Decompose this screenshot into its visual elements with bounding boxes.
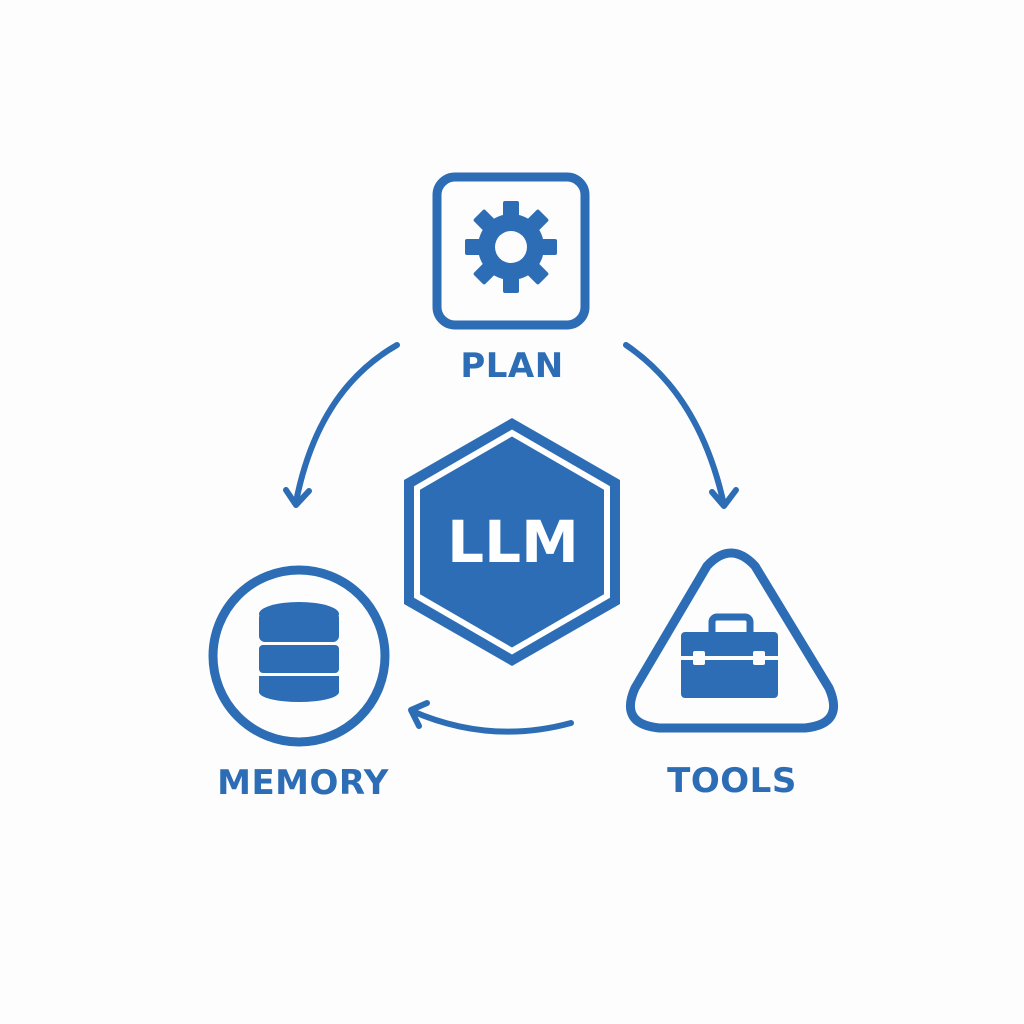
- llm-hexagon-inner-ring: [414, 429, 610, 655]
- toolbox-icon: [681, 613, 778, 698]
- database-icon: [259, 602, 339, 702]
- arrow-plan-to-memory: [283, 342, 400, 508]
- arrow-tools-to-memory: [408, 700, 574, 735]
- llm-node: LLM: [404, 418, 620, 666]
- gear-icon: [465, 201, 557, 293]
- memory-frame: [208, 565, 390, 747]
- tools-frame: [626, 548, 838, 733]
- arrow-plan-to-tools: [623, 342, 739, 509]
- plan-frame: [432, 172, 590, 330]
- plan-label: PLAN: [460, 346, 564, 386]
- tools-node: [626, 548, 838, 733]
- llm-label: LLM: [447, 508, 579, 576]
- llm-hexagon-outer: [404, 418, 620, 666]
- memory-label: MEMORY: [217, 763, 389, 803]
- memory-node: [208, 565, 390, 747]
- plan-node: [432, 172, 590, 330]
- tools-label: TOOLS: [667, 761, 797, 801]
